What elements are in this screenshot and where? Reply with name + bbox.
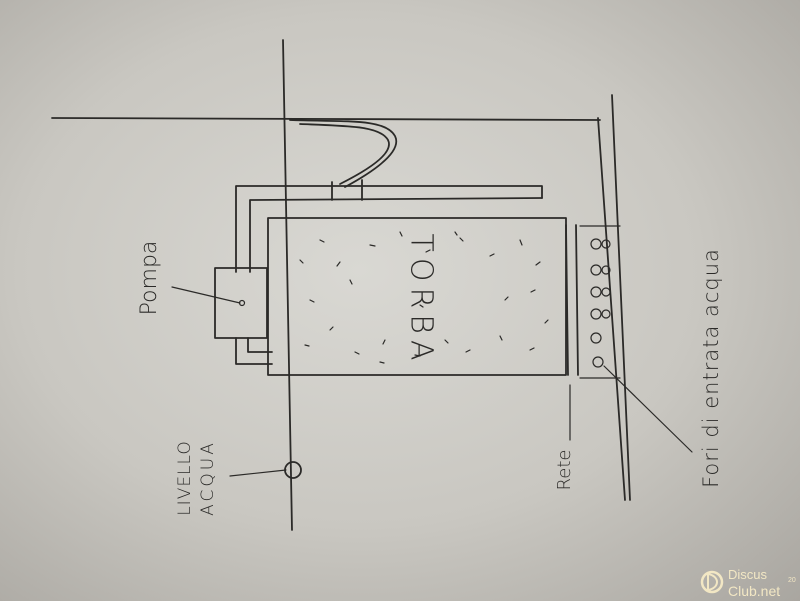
inlet-hole [590, 286, 602, 298]
net-label: Rete [554, 450, 575, 491]
return-pipe-inner [249, 197, 543, 273]
intake-pipe [247, 337, 273, 353]
intake-pipe [235, 337, 273, 365]
water-level-pointer [229, 469, 287, 477]
inlet-hole [592, 356, 604, 368]
pump-label: Pompa [137, 241, 162, 316]
watermark-logo-icon [707, 573, 718, 591]
water-level-label-line1: LIVELLO [175, 440, 195, 516]
net-divider [575, 224, 579, 376]
inlet-hole [590, 264, 602, 276]
inlet-hole [601, 265, 611, 275]
holes-pointer [603, 365, 693, 453]
inlet-hole [590, 238, 602, 250]
watermark-logo-icon [700, 570, 724, 594]
inlet-hole [601, 239, 611, 249]
inlet-holes-label: Fori di entrata acqua [699, 248, 723, 488]
tank-right-wall [597, 117, 626, 501]
watermark-badge: 20 [788, 577, 796, 584]
pump-pivot [238, 299, 246, 307]
return-pipe-outer [235, 185, 543, 273]
peat-chamber [267, 217, 567, 376]
pump-pointer [171, 286, 241, 304]
water-level-marker [284, 461, 302, 479]
tank-top-wall [51, 117, 601, 121]
inlet-holes [590, 238, 611, 368]
inlet-hole [601, 309, 611, 319]
pump-body [214, 267, 268, 339]
watermark-line1: Discus [728, 567, 768, 582]
inlet-hole [601, 287, 611, 297]
water-level-line [282, 39, 293, 531]
peat-texture [299, 231, 549, 364]
water-level-label-line2: ACQUA [198, 440, 218, 516]
inlet-hole [590, 332, 602, 344]
outlet-hose [289, 119, 398, 188]
inlet-hole [590, 308, 602, 320]
discusclub-watermark: Discus Club.net 20 [700, 567, 796, 599]
watermark-line2: Club.net [728, 583, 780, 599]
tank-outer-wall [611, 94, 631, 501]
net-divider [565, 224, 569, 376]
peat-label: TORBA [404, 234, 439, 367]
outlet-hose [299, 123, 390, 185]
